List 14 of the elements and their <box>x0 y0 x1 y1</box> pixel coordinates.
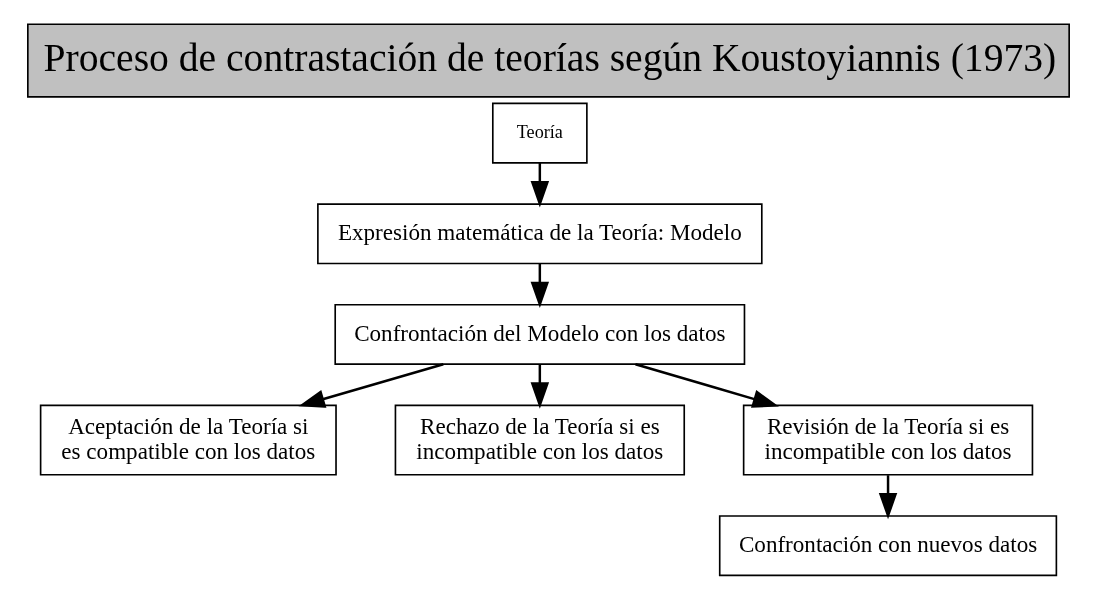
node-box: Revisión de la Teoría si es incompatible con los datos <box>742 404 1034 476</box>
node-box: Confrontación del Modelo con los datos <box>334 303 746 365</box>
node-box: Expresión matemática de la Teoría: Modelo <box>317 202 763 264</box>
arrow <box>298 362 444 408</box>
node-box: Aceptación de la Teoría si es compatible con los datos <box>39 404 337 476</box>
diagram-title: Proceso de contrastación de teorías según Koustoyiannis (1973) <box>43 35 1057 80</box>
node-box: Confrontación con nuevos datos <box>718 514 1058 576</box>
node-box: Teoría <box>491 102 588 164</box>
arrow <box>635 362 779 408</box>
arrow <box>530 364 550 409</box>
arrow <box>530 263 550 308</box>
node-box: Rechazo de la Teoría si es incompatible con los datos <box>394 404 686 476</box>
arrow <box>878 474 898 519</box>
arrow <box>530 162 550 207</box>
